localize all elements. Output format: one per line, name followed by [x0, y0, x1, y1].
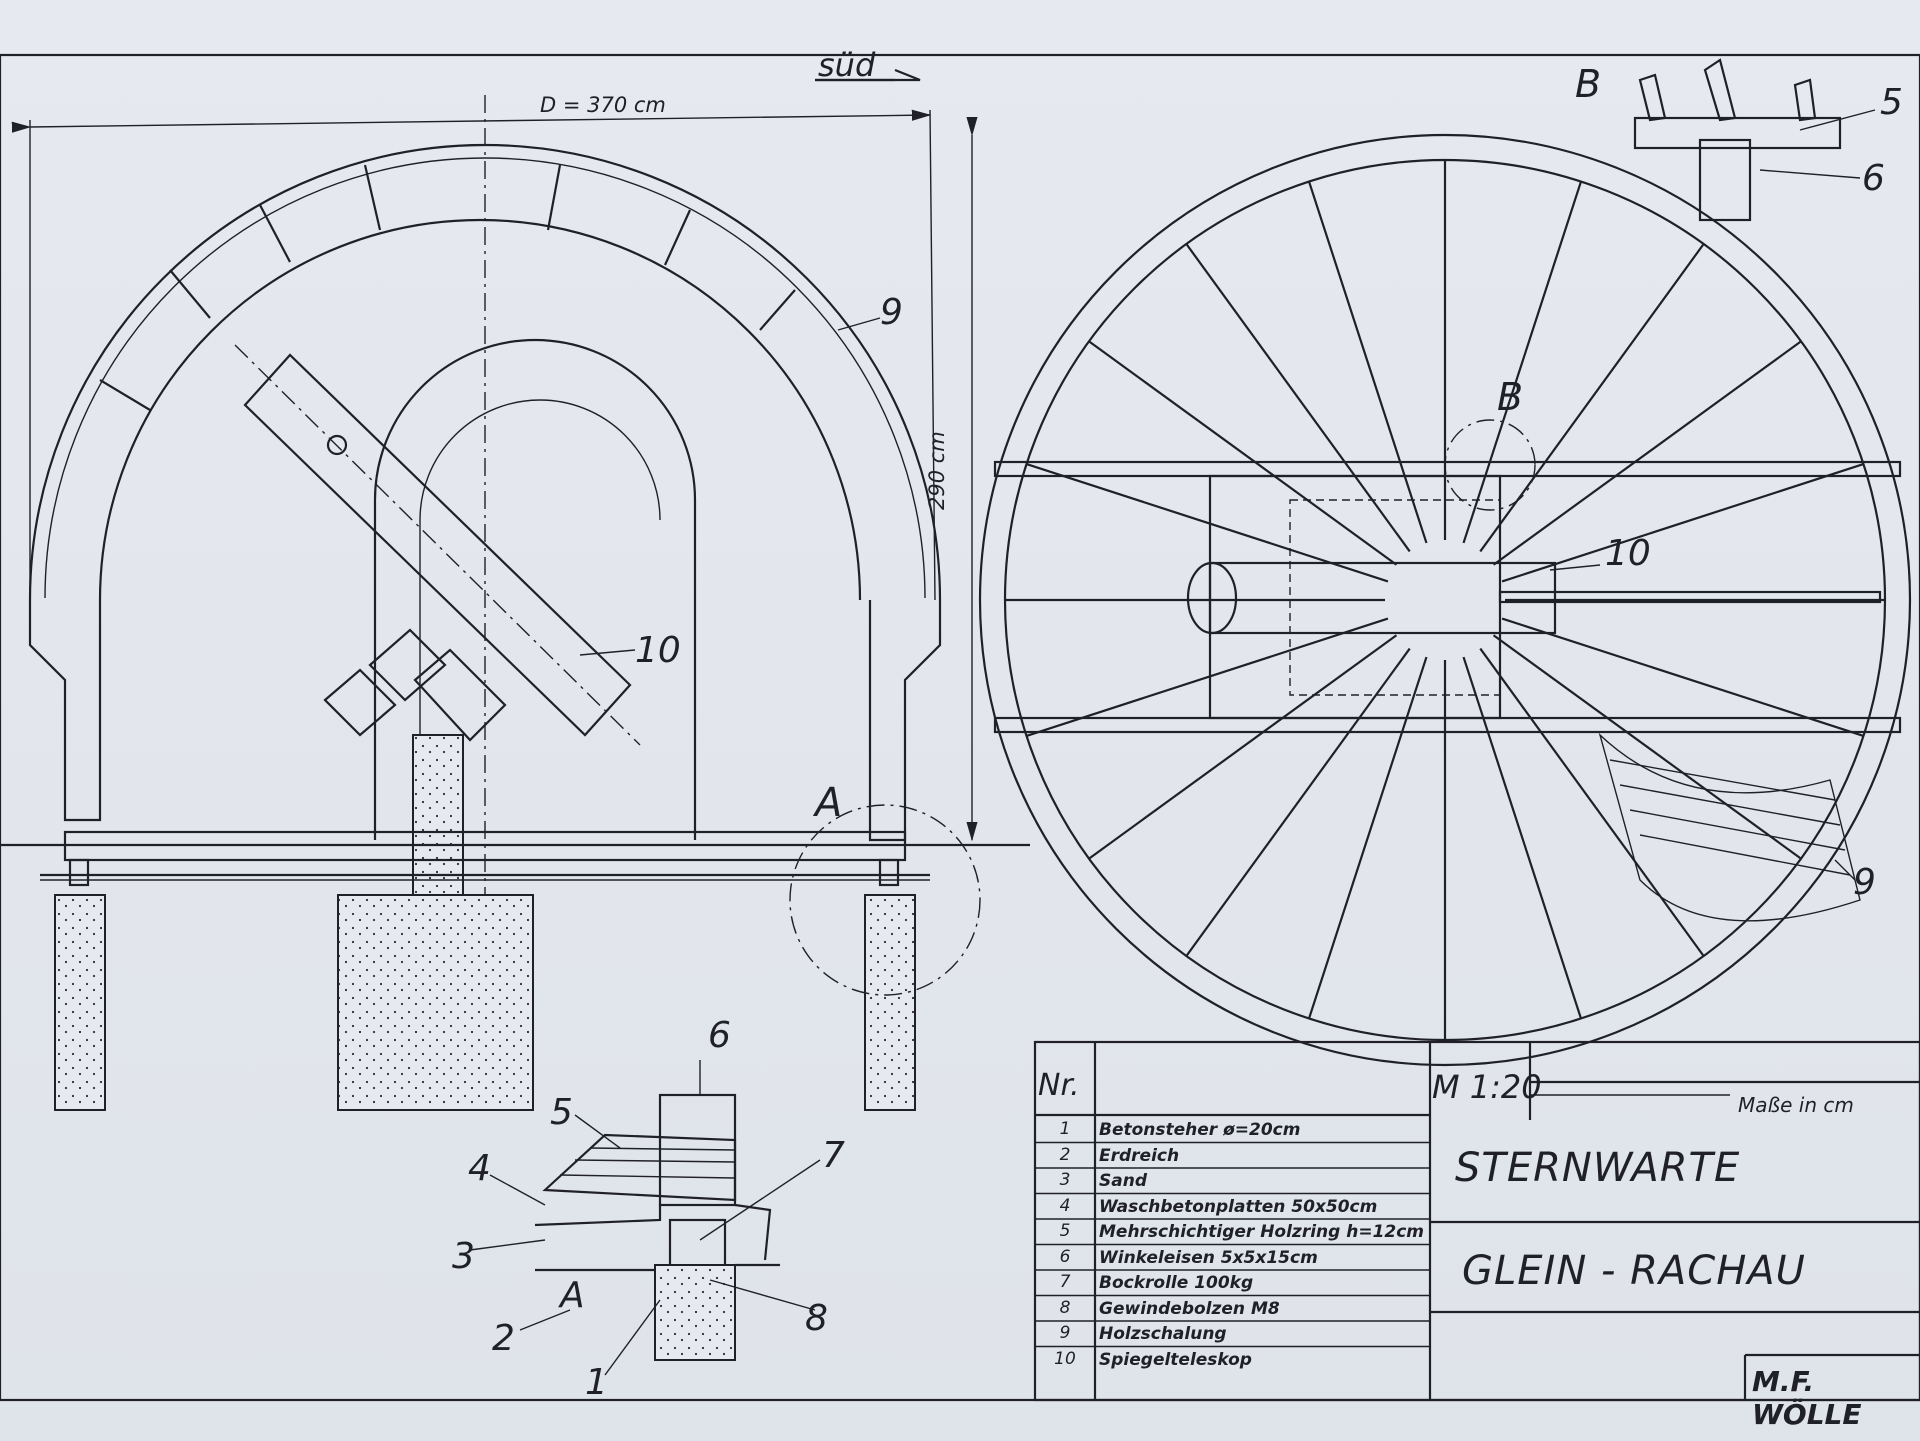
- parts-row-nr: 6: [1059, 1246, 1071, 1267]
- telescope-tube: [234, 344, 641, 746]
- parts-row-desc: Bockrolle 100kg: [1099, 1273, 1254, 1293]
- parts-row: 3 Sand: [1035, 1168, 1430, 1194]
- callout-5-detail-a: 5: [550, 1092, 573, 1133]
- parts-row-nr: 1: [1059, 1119, 1071, 1139]
- parts-row: 4 Waschbetonplatten 50x50cm: [1035, 1194, 1430, 1220]
- parts-row-nr: 9: [1059, 1323, 1071, 1343]
- parts-row-desc: Mehrschichtiger Holzring h=12cm: [1099, 1222, 1425, 1242]
- scale-label: M 1:20: [1432, 1068, 1542, 1106]
- parts-row-nr: 3: [1059, 1170, 1071, 1190]
- callout-2-detail-a: 2: [492, 1318, 515, 1359]
- parts-list: 1 Betonsteher ø=20cm 2 Erdreich 3 Sand 4…: [1035, 1117, 1430, 1372]
- parts-row: 1 Betonsteher ø=20cm: [1035, 1117, 1430, 1143]
- callout-7-detail-a: 7: [822, 1135, 845, 1176]
- parts-row: 10 Spiegelteleskop: [1035, 1347, 1430, 1373]
- parts-row-nr: 7: [1059, 1272, 1071, 1292]
- parts-row-nr: 5: [1059, 1221, 1071, 1241]
- units-label: Maße in cm: [1738, 1093, 1854, 1117]
- detail-b-marker: B: [1497, 375, 1524, 419]
- parts-row-desc: Sand: [1099, 1171, 1147, 1191]
- parts-row: 2 Erdreich: [1035, 1143, 1430, 1169]
- sheet-border: [0, 53, 1920, 1402]
- detail-a-title: A: [560, 1275, 585, 1316]
- parts-row-nr: 10: [1054, 1348, 1076, 1369]
- height-label: 290 cm: [925, 431, 949, 510]
- diameter-label: D = 370 cm: [540, 93, 666, 117]
- callout-4-detail-a: 4: [468, 1148, 491, 1189]
- callout-9-section: 9: [880, 292, 903, 333]
- detail-a: [469, 1060, 821, 1376]
- parts-row-desc: Waschbetonplatten 50x50cm: [1099, 1196, 1378, 1217]
- callout-3-detail-a: 3: [452, 1236, 475, 1277]
- detail-b: [1633, 58, 1876, 222]
- detail-b-title: B: [1575, 62, 1602, 106]
- parts-nr-header: Nr.: [1038, 1068, 1080, 1103]
- detail-a-marker: A: [815, 780, 843, 826]
- parts-row-desc: Gewindebolzen M8: [1099, 1298, 1280, 1319]
- parts-row-desc: Spiegelteleskop: [1099, 1349, 1252, 1370]
- parts-row-nr: 4: [1059, 1195, 1071, 1216]
- callout-10-section: 10: [635, 630, 681, 671]
- callout-8-detail-a: 8: [805, 1298, 828, 1339]
- plan-view: [978, 133, 1912, 1067]
- parts-row-nr: 2: [1059, 1144, 1071, 1165]
- parts-row: 5 Mehrschichtiger Holzring h=12cm: [1035, 1219, 1430, 1245]
- callout-6-detail-b: 6: [1862, 158, 1885, 199]
- parts-row-nr: 8: [1059, 1297, 1071, 1318]
- parts-row-desc: Erdreich: [1099, 1145, 1180, 1166]
- title-block-frame: [1033, 1040, 1920, 1402]
- callout-5-detail-b: 5: [1880, 82, 1903, 123]
- callout-9-plan: 9: [1853, 862, 1876, 903]
- parts-row-desc: Holzschalung: [1099, 1324, 1227, 1344]
- callout-1-detail-a: 1: [585, 1362, 608, 1403]
- parts-row-desc: Winkeleisen 5x5x15cm: [1099, 1247, 1318, 1268]
- direction-label: süd: [818, 46, 876, 84]
- callout-6-detail-a: 6: [708, 1015, 731, 1056]
- parts-row-desc: Betonsteher ø=20cm: [1099, 1120, 1301, 1140]
- drawing-location: GLEIN - RACHAU: [1462, 1248, 1806, 1294]
- parts-row: 8 Gewindebolzen M8: [1035, 1296, 1430, 1322]
- author-label: M.F. WÖLLE: [1752, 1365, 1862, 1431]
- section-view: [0, 68, 1030, 1111]
- drawing-title: STERNWARTE: [1455, 1145, 1741, 1191]
- parts-row: 7 Bockrolle 100kg: [1035, 1270, 1430, 1296]
- parts-row: 9 Holzschalung: [1035, 1321, 1430, 1347]
- callout-10-plan: 10: [1605, 533, 1651, 574]
- parts-row: 6 Winkeleisen 5x5x15cm: [1035, 1245, 1430, 1271]
